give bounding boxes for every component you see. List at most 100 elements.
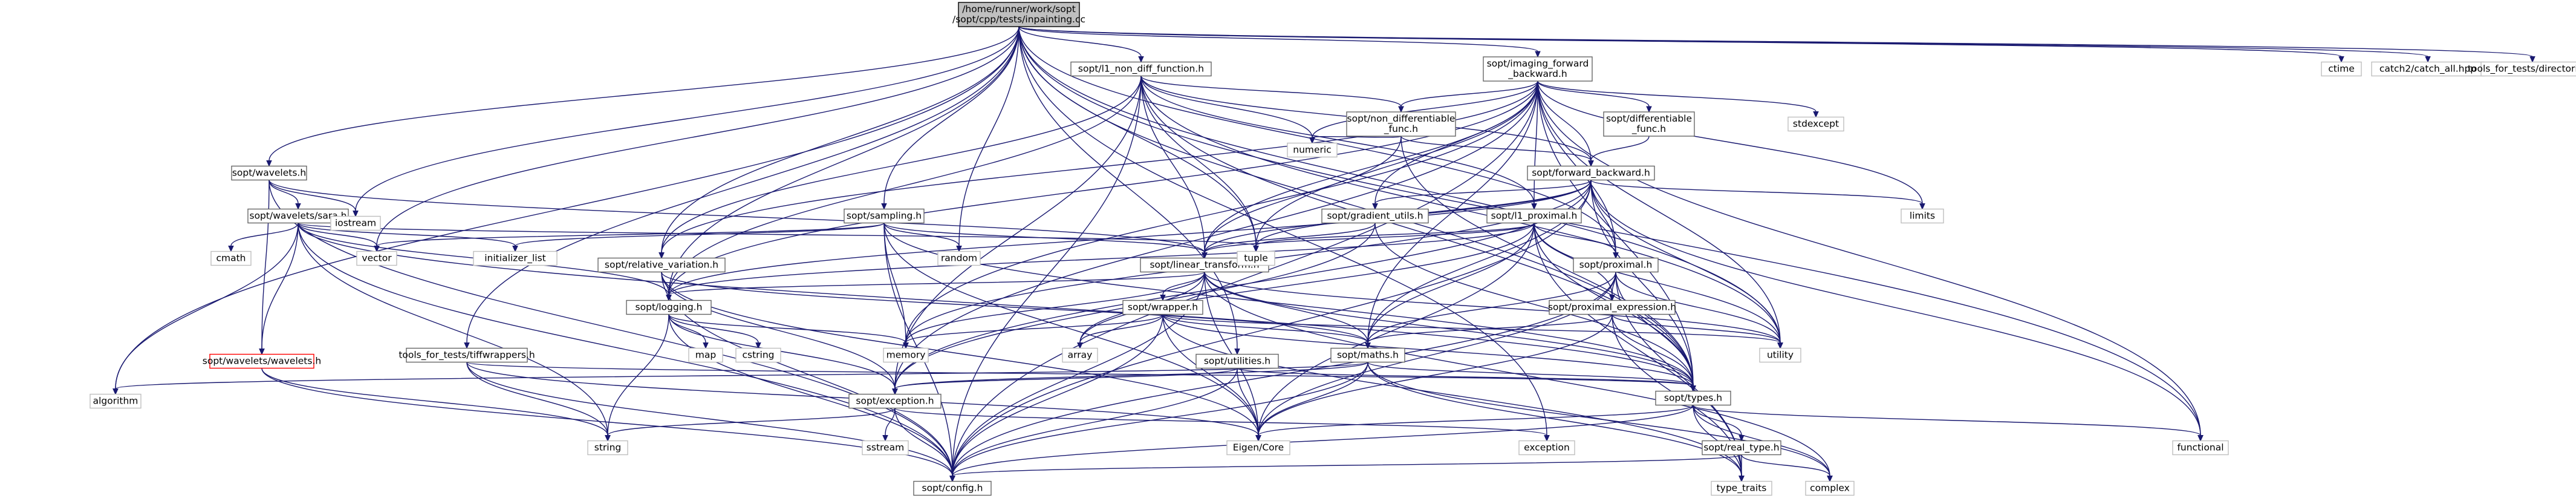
node-l1proximal[interactable]: sopt/l1_proximal.h [1486,208,1582,224]
node-exception[interactable]: sopt/exception.h [848,393,942,409]
node-wrapper[interactable]: sopt/wrapper.h [1122,300,1203,315]
node-nondiff[interactable]: sopt/non_differentiable_func.h [1346,111,1456,137]
node-logging[interactable]: sopt/logging.h [626,300,712,315]
edge-line [1590,136,1650,161]
edge-line [883,223,1259,436]
node-label: initializer_list [484,253,546,264]
node-l1nondiff[interactable]: sopt/l1_non_diff_function.h [1070,61,1212,77]
edge-line [1258,404,1694,436]
dependency-edge [1253,222,1535,252]
edge-line [466,361,1694,387]
edge-arrowhead [659,252,665,259]
node-linear[interactable]: sopt/linear_transform.h [1140,257,1269,273]
edge-line [268,180,299,204]
node-config[interactable]: sopt/config.h [913,480,992,496]
node-box [1603,111,1695,137]
edge-line [894,407,1547,436]
dependency-edge [1140,76,1537,210]
node-imagingfb[interactable]: sopt/imaging_forward_backward.h [1483,56,1593,82]
node-box [1759,347,1801,363]
node-box [1901,208,1944,224]
node-box [2321,61,2362,77]
node-sstream: sstream [862,440,909,456]
node-label: sopt/types.h [1664,393,1722,404]
edge-line [230,223,299,246]
dependency-edge [1140,76,1404,113]
node-proxexpr[interactable]: sopt/proximal_expression.h [1548,300,1676,315]
node-box [330,215,381,231]
dependency-edge [894,407,1550,442]
edge-line [1204,136,1402,253]
edge-line [668,223,1535,295]
edge-line [1018,26,2201,436]
node-box [1330,347,1405,363]
node-utilities[interactable]: sopt/utilities.h [1195,353,1279,369]
node-label: sopt/gradient_utils.h [1327,211,1423,222]
node-ctime: ctime [2321,61,2362,77]
node-box [862,440,909,456]
node-box [848,393,942,409]
edge-line [952,405,1694,476]
edge-line [668,314,953,476]
node-vector: vector [356,250,397,266]
node-realtype[interactable]: sopt/real_type.h [1702,440,1781,456]
node-label: Eigen/Core [1233,442,1284,453]
node-label: sopt/logging.h [636,302,703,313]
node-proximal[interactable]: sopt/proximal.h [1573,257,1659,273]
dependency-edge [1534,223,1619,259]
node-label: complex [1810,483,1850,494]
edge-line [668,76,1142,295]
node-sampling[interactable]: sopt/sampling.h [844,208,925,224]
node-label: sopt/l1_proximal.h [1491,211,1578,222]
dependency-edge [881,26,1020,210]
edge-arrowhead [353,211,359,217]
edge-arrowhead [2425,56,2431,63]
node-memory: memory [883,347,929,363]
edge-arrowhead [605,435,611,442]
edge-line [115,26,1020,389]
edge-arrowhead [1234,349,1240,355]
node-label: sopt/l1_non_diff_function.h [1078,64,1204,75]
edge-line [1140,76,1313,138]
dependency-edge [668,314,909,349]
node-relvar[interactable]: sopt/relative_variation.h [597,257,726,273]
dependency-edge [374,222,885,252]
node-maths[interactable]: sopt/maths.h [1330,347,1405,363]
dependency-edge [1204,272,1696,392]
node-label: cmath [216,253,246,264]
edge-arrowhead [666,295,672,301]
edge-arrowhead [1535,51,1541,58]
edge-arrowhead [295,203,301,210]
dependency-edge [228,223,299,252]
node-label: sopt/wavelets/sara.h [250,211,347,221]
dependency-edge [892,361,1368,395]
dependency-edge [1255,272,1616,442]
node-tfft[interactable]: tools_for_tests/tiffwrappers.h [398,347,535,363]
edge-line [1255,222,1535,247]
node-label: sopt/imaging_forward [1487,58,1589,70]
edge-line [1204,272,1830,476]
node-box [1346,111,1456,137]
dependency-edge [268,180,1208,259]
node-differentiable[interactable]: sopt/differentiable_func.h [1603,111,1695,137]
edge-line [952,362,1368,476]
dependency-edge [1738,454,1745,482]
node-gradient[interactable]: sopt/gradient_utils.h [1321,208,1429,224]
node-box [597,257,726,273]
node-types[interactable]: sopt/types.h [1655,390,1731,406]
node-exceptionstd: exception [1518,440,1575,456]
edge-line [1018,26,1142,57]
edge-arrowhead [755,342,761,349]
node-box [626,300,712,315]
node-box [735,347,781,363]
edge-arrowhead [374,246,380,252]
node-waveletsw: sopt/wavelets/wavelets.h [203,353,321,369]
edge-line [1537,80,1592,161]
node-forwardbackward[interactable]: sopt/forward_backward.h [1527,165,1655,181]
dependency-edge [112,361,1368,395]
node-wavelets[interactable]: sopt/wavelets.h [231,165,307,181]
edge-line [1140,76,1694,386]
edge-arrowhead [512,246,518,252]
node-sara[interactable]: sopt/wavelets/sara.h [247,208,349,224]
edge-line [905,272,1205,343]
